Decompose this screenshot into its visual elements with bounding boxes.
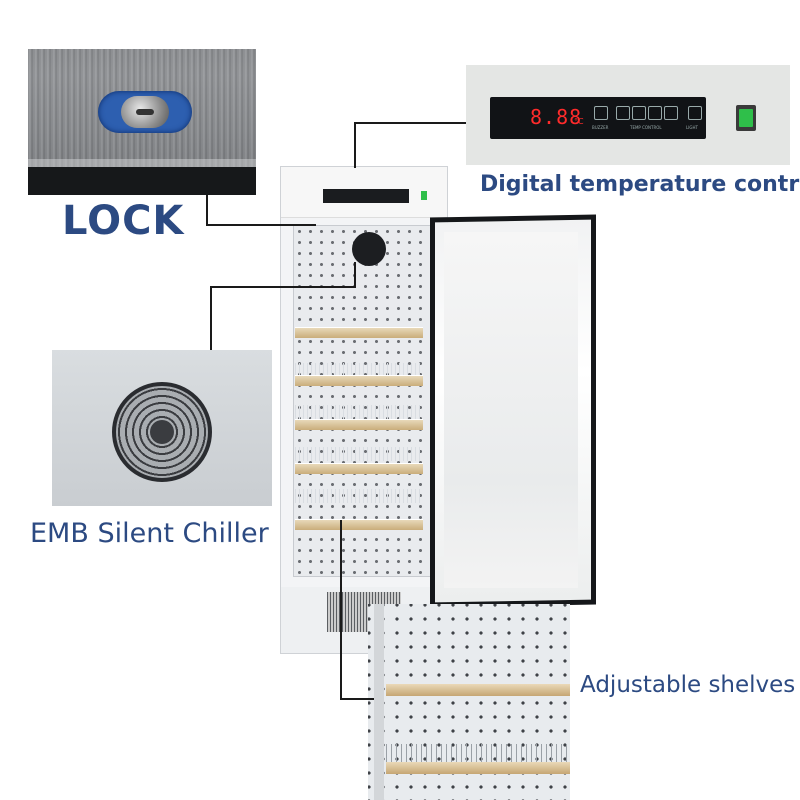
fridge-display	[323, 189, 409, 203]
key-slot	[136, 109, 154, 115]
control-panel: 8.88 °C BUZZER TEMP CONTROL LIGHT	[490, 97, 706, 139]
digital-control-label: Digital temperature control	[480, 172, 800, 197]
fan-hub	[150, 420, 174, 444]
chiller-inset-photo	[52, 350, 272, 506]
inset-shelf	[386, 684, 570, 696]
chiller-leader-line	[210, 286, 354, 288]
temperature-unit: °C	[574, 117, 584, 126]
wire-shelf	[295, 447, 423, 461]
defrost-button-icon	[664, 106, 678, 120]
chiller-leader-line	[354, 262, 356, 288]
shelves-leader-line	[340, 520, 342, 700]
lock-label: LOCK	[62, 198, 185, 244]
chiller-leader-line	[210, 286, 212, 350]
light-caption: LIGHT	[686, 125, 698, 130]
wire-shelf	[295, 405, 423, 419]
wire-shelf	[295, 363, 423, 377]
shelves-inset-photo	[368, 604, 570, 800]
light-button-icon	[688, 106, 702, 120]
down-button-icon	[648, 106, 662, 120]
shelves-leader-line	[340, 698, 374, 700]
lock-leader-line	[206, 195, 208, 225]
lock-inset-photo	[28, 49, 256, 195]
lock-leader-line	[206, 224, 316, 226]
hand-button-icon	[616, 106, 630, 120]
shelves-label: Adjustable shelves	[580, 672, 796, 698]
refrigerator-body	[280, 166, 448, 654]
power-switch-icon	[739, 109, 753, 127]
shelf	[295, 463, 423, 474]
control-leader-line	[354, 122, 356, 168]
chiller-label: EMB Silent Chiller	[30, 518, 269, 549]
inset-shelf	[386, 762, 570, 774]
steel-edge	[28, 159, 256, 169]
shelf	[295, 519, 423, 530]
temp-control-caption: TEMP CONTROL	[630, 125, 662, 130]
dark-gap	[28, 167, 256, 195]
glass-door	[430, 214, 596, 608]
fridge-switch-icon	[421, 191, 427, 200]
fridge-cabinet	[293, 225, 431, 577]
shelf-rail	[374, 604, 384, 800]
shelf	[295, 419, 423, 430]
display-inset-photo: 8.88 °C BUZZER TEMP CONTROL LIGHT	[466, 65, 790, 165]
buzzer-caption: BUZZER	[592, 125, 609, 130]
shelf	[295, 327, 423, 338]
up-button-icon	[632, 106, 646, 120]
shelf	[295, 375, 423, 386]
door-glass	[444, 232, 578, 588]
inset-wire-shelf	[386, 744, 570, 762]
wire-shelf	[295, 489, 423, 503]
temperature-readout: 8.88	[530, 105, 583, 129]
control-leader-line	[354, 122, 466, 124]
fan-icon	[352, 232, 386, 266]
buzzer-button-icon	[594, 106, 608, 120]
